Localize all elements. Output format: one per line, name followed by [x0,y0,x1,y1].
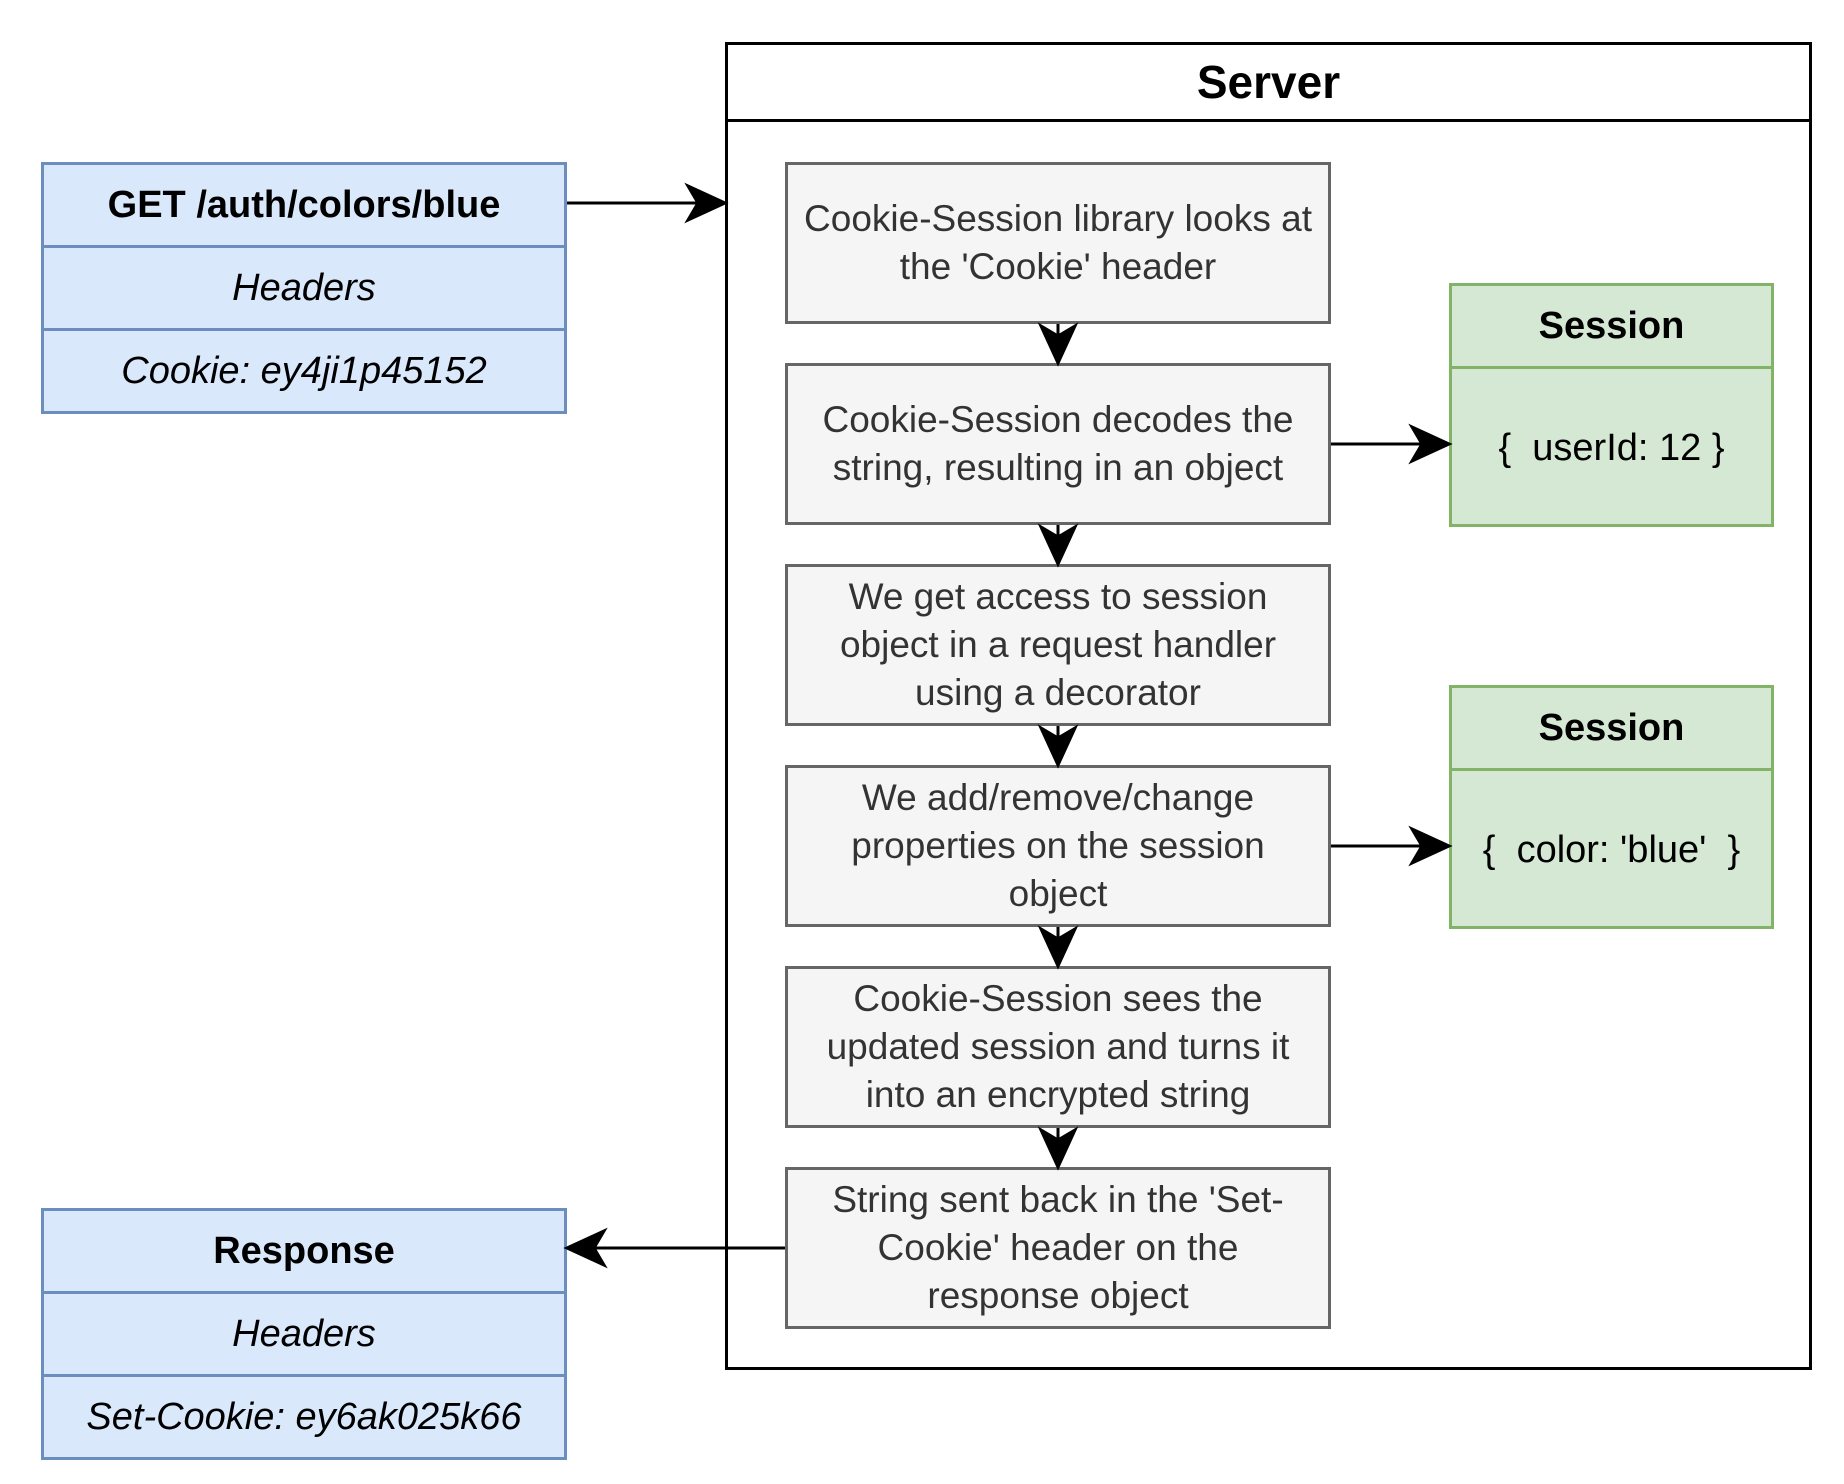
request-table: GET /auth/colors/blue Headers Cookie: ey… [41,162,567,414]
step-send-set-cookie: String sent back in the 'Set-Cookie' hea… [785,1167,1331,1329]
arrowhead-icon [1037,523,1079,568]
response-table: Response Headers Set-Cookie: ey6ak025k66 [41,1208,567,1460]
session-box-decoded: Session { userId: 12 } [1449,283,1774,527]
request-cookie: Cookie: ey4ji1p45152 [121,349,487,392]
session-box-updated: Session { color: 'blue' } [1449,685,1774,929]
step-encrypt-session: Cookie-Session sees the updated session … [785,966,1331,1128]
arrowhead-icon [1037,1126,1079,1171]
arrowhead-icon [1037,322,1079,367]
session-title: Session [1452,286,1771,369]
arrowhead-icon [1037,925,1079,970]
session-body: { userId: 12 } [1498,426,1725,469]
step-access-session: We get access to session object in a req… [785,564,1331,726]
request-headers-label: Headers [44,248,564,331]
arrowhead-icon [684,182,729,224]
step-decode-string: Cookie-Session decodes the string, resul… [785,363,1331,525]
session-title: Session [1452,688,1771,771]
arrowhead-icon [1408,423,1453,465]
arrowhead-icon [563,1227,608,1269]
response-title: Response [44,1211,564,1294]
arrowhead-icon [1408,825,1453,867]
step-read-cookie-header: Cookie-Session library looks at the 'Coo… [785,162,1331,324]
session-body: { color: 'blue' } [1482,828,1741,871]
server-title: Server [725,42,1812,122]
arrowhead-icon [1037,724,1079,769]
request-title: GET /auth/colors/blue [44,165,564,248]
response-set-cookie: Set-Cookie: ey6ak025k66 [86,1395,522,1438]
response-headers-label: Headers [44,1294,564,1377]
